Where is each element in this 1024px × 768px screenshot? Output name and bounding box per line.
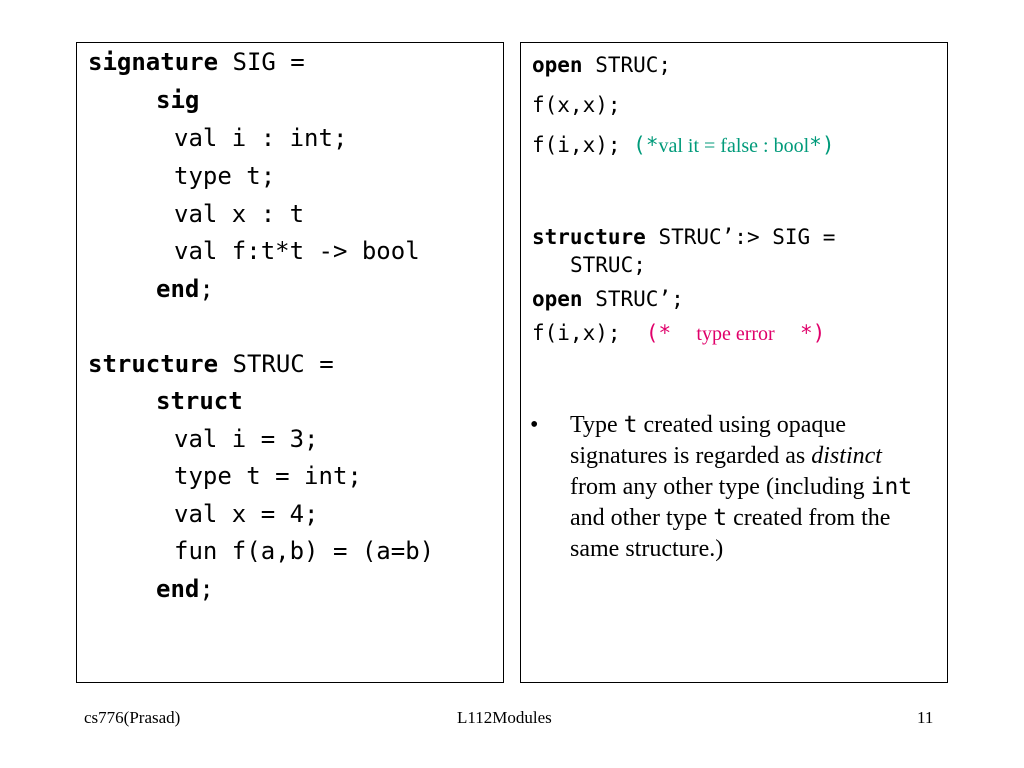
keyword: structure bbox=[532, 225, 646, 249]
text: created from the same structure.) bbox=[570, 505, 891, 562]
keyword: end bbox=[156, 575, 200, 603]
text: from any other type (including bbox=[570, 474, 871, 500]
comment-close: *) bbox=[800, 321, 826, 345]
code-line: signature SIG = bbox=[88, 43, 305, 81]
keyword: open bbox=[532, 287, 583, 311]
code-text: SIG = bbox=[218, 48, 305, 76]
code-line: struct bbox=[156, 382, 243, 420]
code-text: ; bbox=[199, 575, 214, 603]
keyword: struct bbox=[156, 387, 243, 415]
code-text: ; bbox=[199, 275, 214, 303]
footer-page-number: 11 bbox=[917, 708, 934, 727]
code-line: f(i,x); (* type error *) bbox=[532, 318, 825, 349]
comment-text: val it = false : bool bbox=[658, 135, 810, 157]
text: created using opaque signatures is regar… bbox=[570, 412, 847, 469]
comment-close: *) bbox=[809, 133, 835, 157]
keyword: structure bbox=[88, 350, 219, 378]
inline-code: t bbox=[713, 505, 728, 531]
inline-code: t bbox=[623, 412, 638, 438]
keyword: open bbox=[532, 53, 583, 77]
bullet-text: Type t created using opaque signatures i… bbox=[570, 410, 930, 565]
code-line: fun f(a,b) = (a=b) bbox=[174, 537, 435, 565]
left-code-panel bbox=[76, 42, 504, 683]
code-line: open STRUC’; bbox=[532, 284, 684, 314]
code-line: STRUC; bbox=[570, 253, 646, 277]
comment-open: (* bbox=[633, 133, 659, 157]
comment-open: (* bbox=[645, 321, 672, 345]
code-line: f(x,x); bbox=[532, 93, 621, 117]
code-text: f(i,x); bbox=[532, 133, 621, 157]
emphasis: distinct bbox=[811, 443, 882, 469]
code-text: STRUC’:> SIG = bbox=[645, 225, 836, 249]
text: Type bbox=[570, 412, 624, 438]
code-line: f(i,x); (*val it = false : bool*) bbox=[532, 130, 834, 161]
code-line: val f:t*t -> bool bbox=[174, 237, 420, 265]
code-line: sig bbox=[156, 81, 199, 119]
code-line: val i = 3; bbox=[174, 425, 319, 453]
code-line: structure STRUC = bbox=[88, 345, 334, 383]
code-text: STRUC’; bbox=[582, 287, 684, 311]
code-text: STRUC = bbox=[218, 350, 334, 378]
code-line: type t; bbox=[174, 162, 276, 190]
code-line: structure STRUC’:> SIG = bbox=[532, 222, 835, 252]
keyword: signature bbox=[88, 48, 219, 76]
bullet-mark: • bbox=[530, 412, 539, 438]
right-code-panel bbox=[520, 42, 948, 683]
code-line: val x = 4; bbox=[174, 500, 319, 528]
code-line: open STRUC; bbox=[532, 50, 671, 80]
code-text: STRUC; bbox=[582, 53, 672, 77]
footer-course: cs776(Prasad) bbox=[84, 708, 181, 727]
comment-text: type error bbox=[696, 323, 775, 345]
keyword: sig bbox=[156, 86, 200, 114]
code-line: end; bbox=[156, 270, 214, 308]
keyword: end bbox=[156, 275, 200, 303]
code-line: end; bbox=[156, 570, 214, 608]
code-line: val x : t bbox=[174, 200, 305, 228]
text: and other type bbox=[570, 505, 714, 531]
code-line: val i : int; bbox=[174, 124, 348, 152]
footer-title: L112Modules bbox=[457, 708, 552, 727]
code-text: f(i,x); bbox=[532, 321, 621, 345]
code-line: type t = int; bbox=[174, 462, 362, 490]
inline-code: int bbox=[870, 474, 913, 500]
